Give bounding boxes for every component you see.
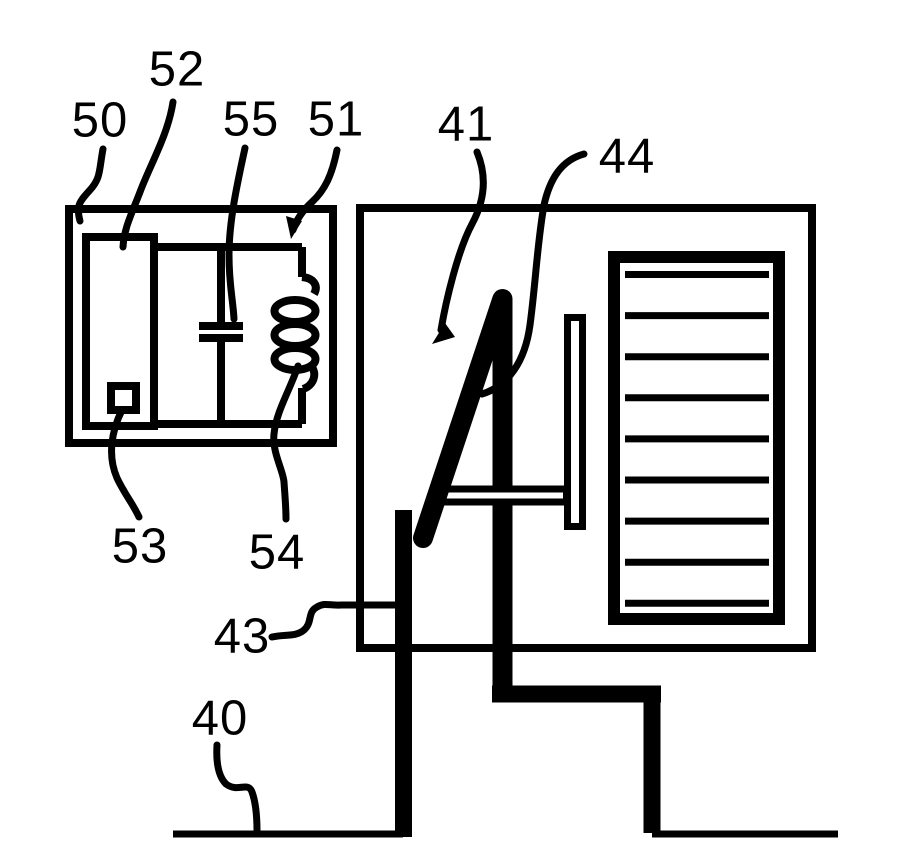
leader-41 [437, 148, 487, 334]
coil-top-hook [301, 273, 320, 296]
leader-50 [74, 145, 107, 225]
leader-54 [270, 362, 302, 523]
arrowhead-41 [432, 323, 455, 344]
ref-label-55: 55 [222, 92, 280, 147]
leader-44 [478, 150, 588, 398]
ref-label-50: 50 [71, 93, 129, 148]
ref-label-40: 40 [191, 691, 249, 746]
leader-40 [213, 741, 261, 835]
leader-55 [225, 144, 249, 323]
leader-43 [268, 600, 404, 641]
antenna-diagonal-arm-44 [413, 290, 512, 548]
ref-label-52: 52 [148, 42, 206, 97]
ref-label-51: 51 [307, 92, 365, 147]
crossbar [438, 485, 570, 506]
circuit-module [65, 205, 337, 447]
ref-label-53: 53 [111, 519, 169, 574]
arrowhead-51 [286, 216, 302, 239]
leader-52 [119, 98, 177, 251]
sensor-square-53 [107, 382, 140, 414]
slatted-panel-lines [625, 271, 769, 607]
ref-label-54: 54 [248, 525, 306, 580]
coil-bottom-hook [301, 363, 319, 393]
ref-label-43: 43 [213, 609, 271, 664]
bracket-upright [564, 314, 586, 530]
leader-lines [74, 98, 588, 835]
leader-53 [108, 406, 143, 521]
ref-label-44: 44 [598, 129, 656, 184]
enclosure-assembly [356, 204, 816, 837]
ref-label-41: 41 [437, 97, 495, 152]
